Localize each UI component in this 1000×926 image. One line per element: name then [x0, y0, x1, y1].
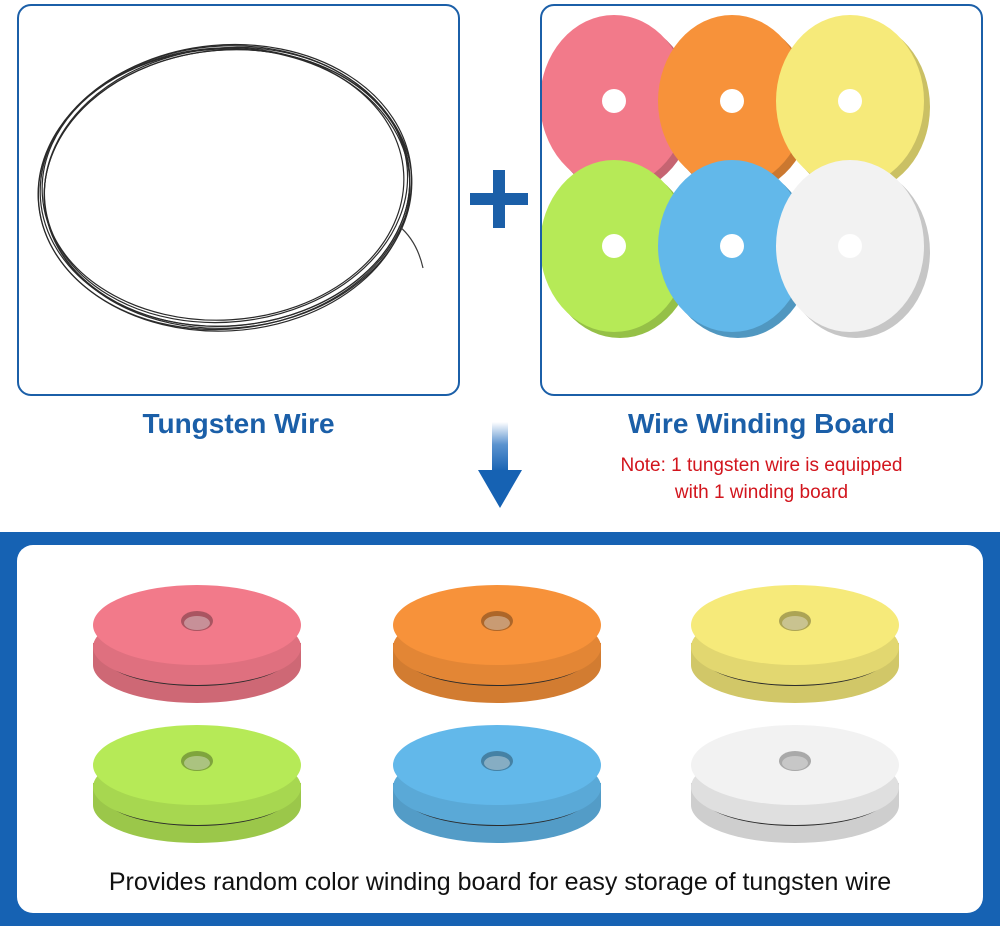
spool [93, 725, 301, 843]
winding-board-panel [540, 4, 983, 396]
spool [393, 725, 601, 843]
winding-board-disc [542, 15, 694, 193]
note-text: Note: 1 tungsten wire is equipped with 1… [540, 452, 983, 506]
winding-board-disc [658, 15, 812, 193]
tungsten-wire-caption: Tungsten Wire [142, 408, 335, 439]
winding-board-disc [658, 160, 812, 338]
spool [93, 585, 301, 703]
winding-board-disc [542, 160, 694, 338]
spools-image [93, 585, 899, 843]
tungsten-wire-panel [17, 4, 460, 396]
winding-board-caption: Wire Winding Board [627, 408, 896, 439]
spool [691, 725, 899, 843]
plus-icon [470, 170, 528, 228]
arrow-down-icon [478, 422, 522, 508]
winding-boards-image [542, 15, 930, 338]
spool [691, 585, 899, 703]
storage-caption: Provides random color winding board for … [108, 868, 892, 896]
note-line-1: Note: 1 tungsten wire is equipped [620, 455, 903, 476]
note-line-2: with 1 winding board [674, 482, 849, 503]
winding-board-disc [776, 15, 930, 193]
winding-board-disc [776, 160, 930, 338]
spool [393, 585, 601, 703]
coiled-wire-image [37, 43, 424, 332]
